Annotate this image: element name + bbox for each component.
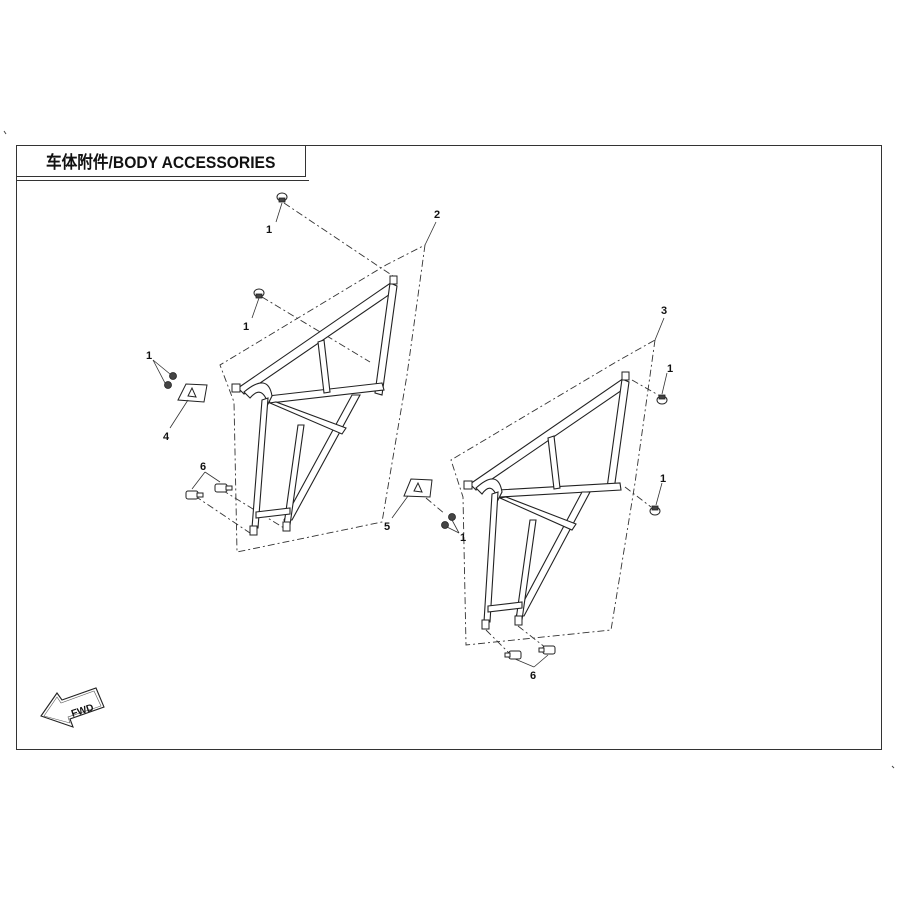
leader-dash: [517, 625, 547, 649]
pin-icon: [538, 645, 556, 655]
title-block: 车体附件/BODY ACCESSORIES: [16, 145, 309, 181]
nut-icon: [649, 505, 661, 516]
page-title: 车体附件/BODY ACCESSORIES: [46, 153, 276, 172]
leader-dash: [261, 296, 371, 363]
callout-leader: [391, 495, 409, 519]
left-group-outline: [219, 244, 426, 553]
bracket-5-icon: [403, 478, 433, 498]
callout-leader: [661, 372, 668, 395]
callout-leader: [451, 519, 460, 534]
callout-leader: [169, 399, 189, 429]
callout-leader: [446, 526, 460, 534]
callout-leader: [514, 658, 535, 668]
left-door-frame-assembly: 1 1 1 4 6 2: [146, 192, 440, 553]
callout-5: 5: [384, 521, 390, 533]
nut-icon: [656, 394, 668, 405]
callout-1: 1: [146, 350, 152, 362]
leader-dash: [631, 379, 661, 397]
pin-icon: [185, 490, 204, 500]
fwd-arrow-icon: FWD: [40, 687, 105, 728]
leader-dash: [624, 486, 652, 508]
callout-1: 1: [266, 224, 272, 236]
callout-leader: [533, 654, 549, 668]
leader-dash: [485, 629, 512, 656]
drawing-frame: [16, 145, 882, 750]
nut-icon: [164, 372, 177, 389]
callout-leader: [424, 221, 437, 246]
crop-mark: [3, 130, 7, 135]
callout-6: 6: [200, 461, 206, 473]
callout-leader: [204, 471, 221, 483]
callout-1: 1: [460, 532, 466, 544]
callout-leader: [152, 359, 171, 375]
crop-mark: [891, 765, 895, 769]
right-door-frame-assembly: 1 1 1 5 6 3: [384, 305, 673, 682]
callout-leader: [655, 482, 663, 506]
pin-icon: [504, 650, 522, 660]
callout-1: 1: [243, 321, 249, 333]
callout-leader: [152, 359, 166, 384]
right-group-outline: [450, 339, 656, 646]
leader-dash: [425, 497, 446, 515]
callout-1: 1: [660, 473, 666, 485]
callout-4: 4: [163, 431, 170, 443]
callout-leader: [275, 202, 283, 223]
leader-dash: [283, 202, 397, 279]
callout-leader: [251, 297, 260, 319]
right-frame-tubes: [463, 371, 630, 630]
callout-1: 1: [667, 363, 673, 375]
callout-2: 2: [434, 209, 440, 221]
callout-6: 6: [530, 670, 536, 682]
bolt-icon: [253, 288, 265, 299]
nut-icon: [441, 513, 456, 529]
bolt-icon: [276, 192, 288, 203]
pin-icon: [214, 483, 233, 493]
bracket-4-icon: [177, 383, 208, 403]
leader-dash: [194, 495, 251, 534]
left-frame-tubes: [231, 275, 398, 536]
callout-3: 3: [661, 305, 667, 317]
callout-leader: [191, 471, 206, 490]
callout-leader: [654, 317, 665, 341]
